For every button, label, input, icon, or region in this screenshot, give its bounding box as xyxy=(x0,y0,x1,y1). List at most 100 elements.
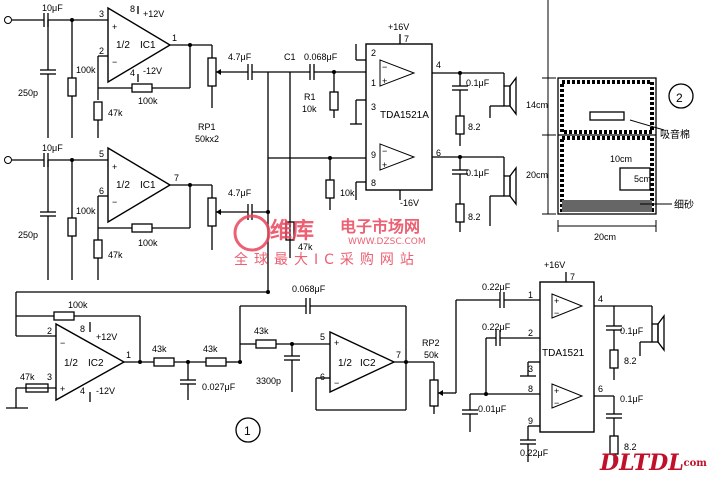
svg-text:IC1: IC1 xyxy=(140,180,156,191)
tda1521a: +16V 7 -16V − + − + 2 1 3 9 8 4 6 TDA152… xyxy=(350,22,517,232)
res-8p2-a: 8.2 xyxy=(468,122,481,132)
svg-text:-12V: -12V xyxy=(96,386,115,396)
svg-text:+: + xyxy=(554,386,559,396)
svg-text:+: + xyxy=(382,76,387,86)
res-43k-1: 43k xyxy=(152,344,167,354)
svg-text:3: 3 xyxy=(99,9,104,19)
svg-text:1: 1 xyxy=(126,350,131,360)
res-47k-bottom: 47k xyxy=(108,250,123,260)
cap-0p027uf: 0.027μF xyxy=(202,382,236,392)
cap-4p7uf-bottom: 4.7μF xyxy=(228,188,252,198)
svg-text:8: 8 xyxy=(528,384,533,394)
svg-text:6: 6 xyxy=(598,384,603,394)
svg-text:+: + xyxy=(382,160,387,170)
cabinet-height-top: 14cm xyxy=(526,100,548,110)
rp1-label: RP1 xyxy=(198,122,216,132)
cap-250p-bottom: 250p xyxy=(18,230,38,240)
svg-text:1/2: 1/2 xyxy=(116,180,130,191)
res-100k-bias-top: 100k xyxy=(76,65,96,75)
watermark-url: WWW.DZSC.COM xyxy=(348,237,426,247)
cap-0p22uf-2: 0.22μF xyxy=(482,322,511,332)
svg-text:IC2: IC2 xyxy=(88,358,104,369)
cap-0p22uf-3: 0.22μF xyxy=(520,448,549,458)
cap-4p7uf-top: 4.7μF xyxy=(228,52,252,62)
rp2-label: RP2 xyxy=(422,338,440,348)
svg-text:3: 3 xyxy=(528,364,533,374)
svg-text:1/2: 1/2 xyxy=(64,358,78,369)
svg-text:−: − xyxy=(382,62,387,72)
svg-text:7: 7 xyxy=(174,173,179,183)
svg-text:+: + xyxy=(112,162,117,172)
svg-text:6: 6 xyxy=(99,186,104,196)
res-100k-ic2: 100k xyxy=(68,300,88,310)
cap-10uf-bottom: 10μF xyxy=(42,143,63,153)
svg-text:1/2: 1/2 xyxy=(116,40,130,51)
svg-text:7: 7 xyxy=(404,34,409,44)
svg-text:+: + xyxy=(60,384,65,394)
svg-text:4: 4 xyxy=(598,294,603,304)
svg-text:9: 9 xyxy=(528,416,533,426)
svg-text:6: 6 xyxy=(320,372,325,382)
svg-text:IC2: IC2 xyxy=(360,358,376,369)
svg-text:+12V: +12V xyxy=(143,9,164,19)
svg-text:8: 8 xyxy=(80,324,85,334)
svg-text:−: − xyxy=(382,146,387,156)
svg-text:8: 8 xyxy=(371,178,376,188)
tda1521-name: TDA1521 xyxy=(542,348,585,359)
ic2b-opamp xyxy=(329,330,396,394)
watermark-brand: 维库 xyxy=(270,218,314,244)
svg-text:-16V: -16V xyxy=(400,198,419,208)
absorb-label: 吸音棉 xyxy=(660,128,690,141)
svg-text:5: 5 xyxy=(320,332,325,342)
res-100k-bias-bottom: 100k xyxy=(76,206,96,216)
res-47k-ic2: 47k xyxy=(20,372,35,382)
signature-domain: .com xyxy=(680,458,707,469)
res-47k-mix: 47k xyxy=(298,242,313,252)
svg-text:6: 6 xyxy=(436,148,441,158)
ic2a-opamp xyxy=(55,322,126,402)
cabinet-height-bottom: 20cm xyxy=(526,170,548,180)
res-43k-2: 43k xyxy=(203,344,218,354)
svg-text:+16V: +16V xyxy=(388,22,409,32)
cap-0p1uf-a: 0.1μF xyxy=(466,78,490,88)
svg-text:3: 3 xyxy=(371,102,376,112)
svg-text:1/2: 1/2 xyxy=(338,358,352,369)
ic1a-stage: 10μF 250p 100k 3 2 + − 1/2 IC1 8 +12V 4 … xyxy=(4,3,212,138)
cap-0p068uf: 0.068μF xyxy=(292,284,326,294)
c1-value: 0.068μF xyxy=(304,52,338,62)
tda1521a-chip xyxy=(365,43,433,191)
r1-label: R1 xyxy=(304,92,316,102)
svg-text:+16V: +16V xyxy=(544,260,565,270)
svg-text:2: 2 xyxy=(676,91,683,105)
c1-label: C1 xyxy=(284,52,296,62)
svg-text:2: 2 xyxy=(371,48,376,58)
port-height: 5cm xyxy=(634,174,651,184)
watermark-slogan: 全球最大IC采购网站 xyxy=(234,251,420,268)
res-100k-fb-bottom: 100k xyxy=(138,238,158,248)
signature-text: DLTDL xyxy=(599,450,684,476)
svg-text:−: − xyxy=(554,398,559,408)
res-100k-fb-top: 100k xyxy=(138,96,158,106)
svg-text:−: − xyxy=(554,308,559,318)
svg-text:−: − xyxy=(112,57,117,67)
cap-3300p: 3300p xyxy=(256,376,281,386)
cap-0p1uf-c: 0.1μF xyxy=(620,326,644,336)
svg-text:+: + xyxy=(334,338,339,348)
rp1-stage-top: RP1 50kx2 4.7μF C1 0.068μF R1 10k xyxy=(195,45,366,144)
svg-text:−: − xyxy=(334,378,339,388)
svg-text:1: 1 xyxy=(244,424,251,438)
svg-text:IC1: IC1 xyxy=(140,40,156,51)
svg-text:+: + xyxy=(554,296,559,306)
cabinet-width: 20cm xyxy=(594,232,616,242)
svg-text:8: 8 xyxy=(130,4,135,14)
svg-text:+12V: +12V xyxy=(96,332,117,342)
cap-10uf-top: 10μF xyxy=(42,3,63,13)
r1-value: 10k xyxy=(302,104,317,114)
res-8p2-b: 8.2 xyxy=(468,212,481,222)
sand-label: 细砂 xyxy=(674,198,694,211)
res-47k-top: 47k xyxy=(108,108,123,118)
cap-250p-top: 250p xyxy=(18,88,38,98)
svg-text:5: 5 xyxy=(99,149,104,159)
svg-text:−: − xyxy=(112,197,117,207)
res-8p2-d: 8.2 xyxy=(624,442,637,452)
